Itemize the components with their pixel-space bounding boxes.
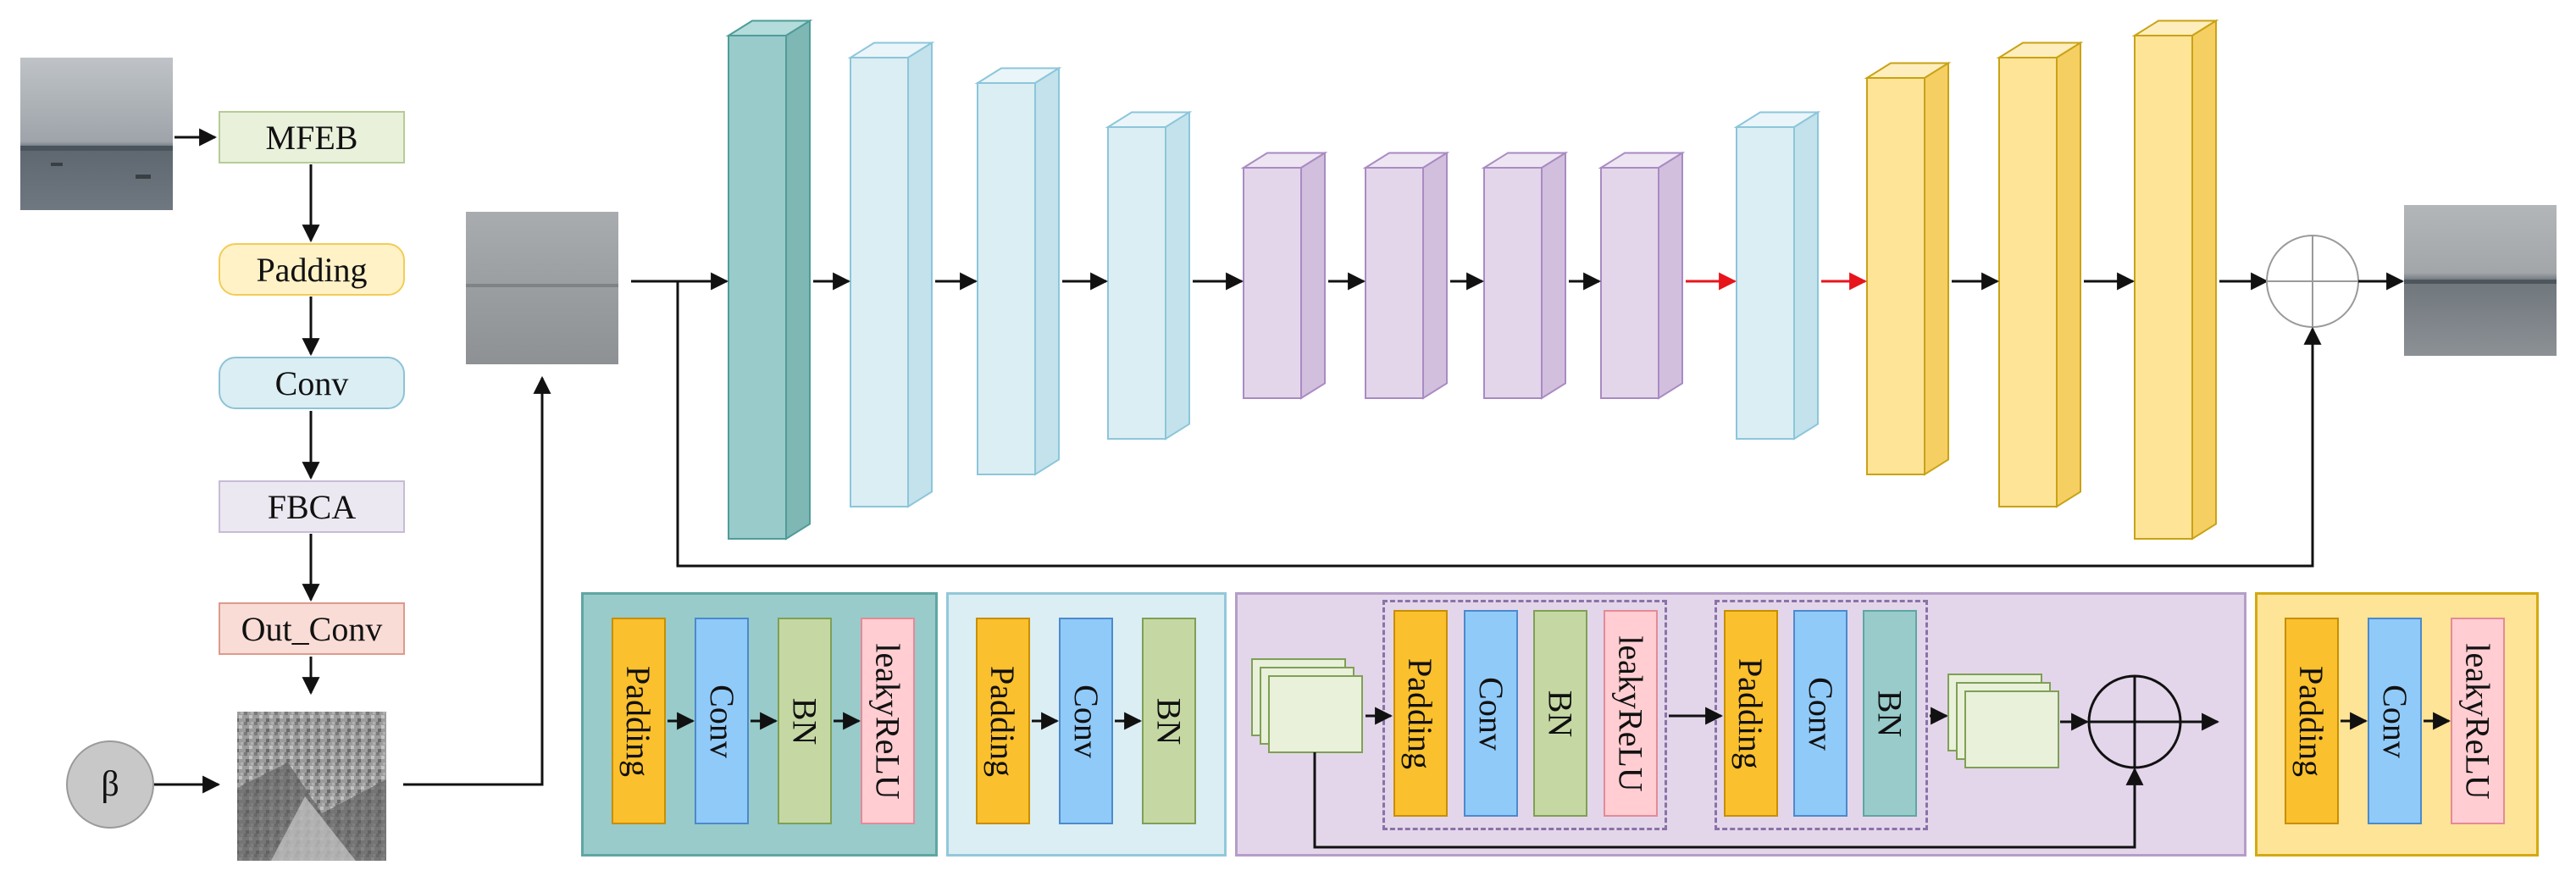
network-block-2-lightblue [847, 41, 935, 508]
network-block-7-purple [1481, 151, 1569, 400]
network-block-1-teal [725, 19, 813, 541]
network-block-3-lightblue [974, 66, 1062, 476]
mfeb-box: MFEB [219, 111, 405, 164]
teal-leakyrelu-box: leakyReLU [861, 618, 915, 824]
yellow-conv-box: Conv [2368, 618, 2422, 824]
flow-arrows [146, 128, 551, 794]
teal-bn-box: BN [778, 618, 832, 824]
beta-circle: β [66, 740, 154, 829]
lightblue-conv-box: Conv [1059, 618, 1113, 824]
network-block-11-yellow [1996, 41, 2084, 508]
lightblue-padding-box: Padding [976, 618, 1030, 824]
network-block-5-purple [1240, 151, 1328, 400]
network-block-9-lightblue [1733, 110, 1821, 441]
yellow-padding-box: Padding [2285, 618, 2339, 824]
purple-g1-leakyrelu-box: leakyReLU [1604, 610, 1658, 817]
network-chain [631, 19, 2405, 568]
network-block-4-lightblue [1105, 110, 1193, 441]
teal-padding-box: Padding [612, 618, 666, 824]
teal-conv-box: Conv [695, 618, 749, 824]
lightblue-bn-box: BN [1142, 618, 1196, 824]
fbca-box: FBCA [219, 480, 405, 533]
skip-connection-arrow [676, 281, 2322, 568]
purple-g2-padding-box: Padding [1724, 610, 1778, 817]
output-dehazed-photo [2404, 205, 2557, 356]
intermediate-hazy-photo [466, 212, 618, 364]
purple-g1-bn-box: BN [1533, 610, 1587, 817]
network-block-8-purple [1598, 151, 1686, 400]
network-block-12-yellow [2131, 19, 2219, 541]
purple-g2-bn-box: BN [1863, 610, 1917, 817]
input-hazy-photo [20, 58, 173, 210]
conv-box: Conv [219, 357, 405, 409]
purple-g2-conv-box: Conv [1793, 610, 1848, 817]
network-block-10-yellow [1864, 61, 1952, 476]
purple-g1-conv-box: Conv [1464, 610, 1518, 817]
transmission-map-photo [237, 712, 386, 861]
purple-g1-padding-box: Padding [1393, 610, 1448, 817]
network-block-6-purple [1362, 151, 1450, 400]
out-conv-box: Out_Conv [219, 602, 405, 655]
yellow-leakyrelu-box: leakyReLU [2451, 618, 2505, 824]
sum-circle-icon [2266, 235, 2359, 328]
padding-box: Padding [219, 243, 405, 296]
